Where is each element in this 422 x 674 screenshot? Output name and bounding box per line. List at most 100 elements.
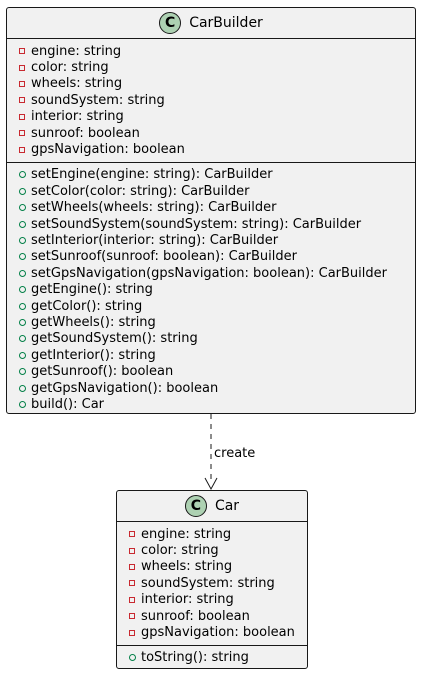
attribute-text: sunroof: boolean <box>141 608 250 624</box>
method-row: getInterior(): string <box>7 347 415 363</box>
public-visibility-icon <box>16 382 28 394</box>
attribute-text: wheels: string <box>31 76 123 92</box>
method-row: build(): Car <box>7 396 415 412</box>
attribute-text: color: string <box>141 543 219 559</box>
method-row: toString(): string <box>117 650 307 666</box>
method-text: getSunroof(): boolean <box>31 364 174 380</box>
method-text: setSunroof(sunroof: boolean): CarBuilder <box>31 249 297 265</box>
public-visibility-icon <box>16 398 28 410</box>
public-visibility-icon <box>126 652 138 664</box>
private-visibility-icon <box>126 577 138 589</box>
public-visibility-icon <box>16 316 28 328</box>
private-visibility-icon <box>126 528 138 540</box>
attribute-row: gpsNavigation: boolean <box>117 624 307 640</box>
create-label: create <box>214 446 255 461</box>
car-header: C Car <box>117 491 307 522</box>
method-row: getSunroof(): boolean <box>7 363 415 379</box>
attribute-text: color: string <box>31 60 109 76</box>
attribute-row: interior: string <box>117 592 307 608</box>
private-visibility-icon <box>126 610 138 622</box>
method-row: getGpsNavigation(): boolean <box>7 380 415 396</box>
method-row: setGpsNavigation(gpsNavigation: boolean)… <box>7 265 415 281</box>
attribute-row: wheels: string <box>7 76 415 92</box>
car-name: Car <box>214 498 240 514</box>
method-text: getInterior(): string <box>31 347 156 363</box>
attribute-text: engine: string <box>31 43 122 59</box>
attribute-row: gpsNavigation: boolean <box>7 141 415 157</box>
attribute-row: color: string <box>7 59 415 75</box>
public-visibility-icon <box>16 234 28 246</box>
method-row: getEngine(): string <box>7 281 415 297</box>
public-visibility-icon <box>16 218 28 230</box>
method-text: setEngine(engine: string): CarBuilder <box>31 167 273 183</box>
attribute-text: gpsNavigation: boolean <box>141 625 295 641</box>
attribute-row: color: string <box>117 542 307 558</box>
attribute-row: wheels: string <box>117 559 307 575</box>
attribute-text: soundSystem: string <box>31 92 165 108</box>
carbuilder-name: CarBuilder <box>189 15 263 31</box>
public-visibility-icon <box>16 251 28 263</box>
private-visibility-icon <box>16 78 28 90</box>
class-c-icon: C <box>184 495 207 517</box>
public-visibility-icon <box>16 169 28 181</box>
carbuilder-header: C CarBuilder <box>7 8 415 39</box>
method-text: getSoundSystem(): string <box>31 331 198 347</box>
private-visibility-icon <box>16 62 28 74</box>
public-visibility-icon <box>16 267 28 279</box>
method-text: getColor(): string <box>31 298 143 314</box>
private-visibility-icon <box>16 127 28 139</box>
attribute-text: gpsNavigation: boolean <box>31 142 185 158</box>
private-visibility-icon <box>126 594 138 606</box>
method-row: setSunroof(sunroof: boolean): CarBuilder <box>7 249 415 265</box>
attribute-row: sunroof: boolean <box>117 608 307 624</box>
method-text: setWheels(wheels: string): CarBuilder <box>31 200 277 216</box>
public-visibility-icon <box>16 333 28 345</box>
private-visibility-icon <box>126 627 138 639</box>
method-text: getEngine(): string <box>31 282 153 298</box>
attribute-text: engine: string <box>141 526 232 542</box>
attribute-text: wheels: string <box>141 559 233 575</box>
method-text: setInterior(interior: string): CarBuilde… <box>31 232 279 248</box>
public-visibility-icon <box>16 185 28 197</box>
public-visibility-icon <box>16 300 28 312</box>
method-row: setWheels(wheels: string): CarBuilder <box>7 200 415 216</box>
class-c-icon: C <box>159 12 182 34</box>
private-visibility-icon <box>16 45 28 57</box>
method-row: getSoundSystem(): string <box>7 331 415 347</box>
attribute-row: interior: string <box>7 109 415 125</box>
public-visibility-icon <box>16 284 28 296</box>
private-visibility-icon <box>16 144 28 156</box>
method-row: setInterior(interior: string): CarBuilde… <box>7 232 415 248</box>
method-text: build(): Car <box>31 396 105 412</box>
private-visibility-icon <box>16 111 28 123</box>
public-visibility-icon <box>16 202 28 214</box>
method-text: setColor(color: string): CarBuilder <box>31 183 250 199</box>
method-row: setEngine(engine: string): CarBuilder <box>7 167 415 183</box>
attribute-text: soundSystem: string <box>141 575 275 591</box>
private-visibility-icon <box>16 94 28 106</box>
method-text: setSoundSystem(soundSystem: string): Car… <box>31 216 362 232</box>
private-visibility-icon <box>126 561 138 573</box>
method-row: setSoundSystem(soundSystem: string): Car… <box>7 216 415 232</box>
attribute-text: sunroof: boolean <box>31 125 140 141</box>
attribute-row: soundSystem: string <box>117 575 307 591</box>
attribute-row: soundSystem: string <box>7 92 415 108</box>
attribute-text: interior: string <box>141 592 234 608</box>
method-text: getWheels(): string <box>31 314 156 330</box>
method-text: getGpsNavigation(): boolean <box>31 380 219 396</box>
car-methods: toString(): string <box>117 644 307 670</box>
method-row: getWheels(): string <box>7 314 415 330</box>
public-visibility-icon <box>16 349 28 361</box>
method-row: setColor(color: string): CarBuilder <box>7 183 415 199</box>
attribute-text: interior: string <box>31 109 124 125</box>
method-text: toString(): string <box>141 650 249 666</box>
method-row: getColor(): string <box>7 298 415 314</box>
private-visibility-icon <box>126 545 138 557</box>
public-visibility-icon <box>16 366 28 378</box>
